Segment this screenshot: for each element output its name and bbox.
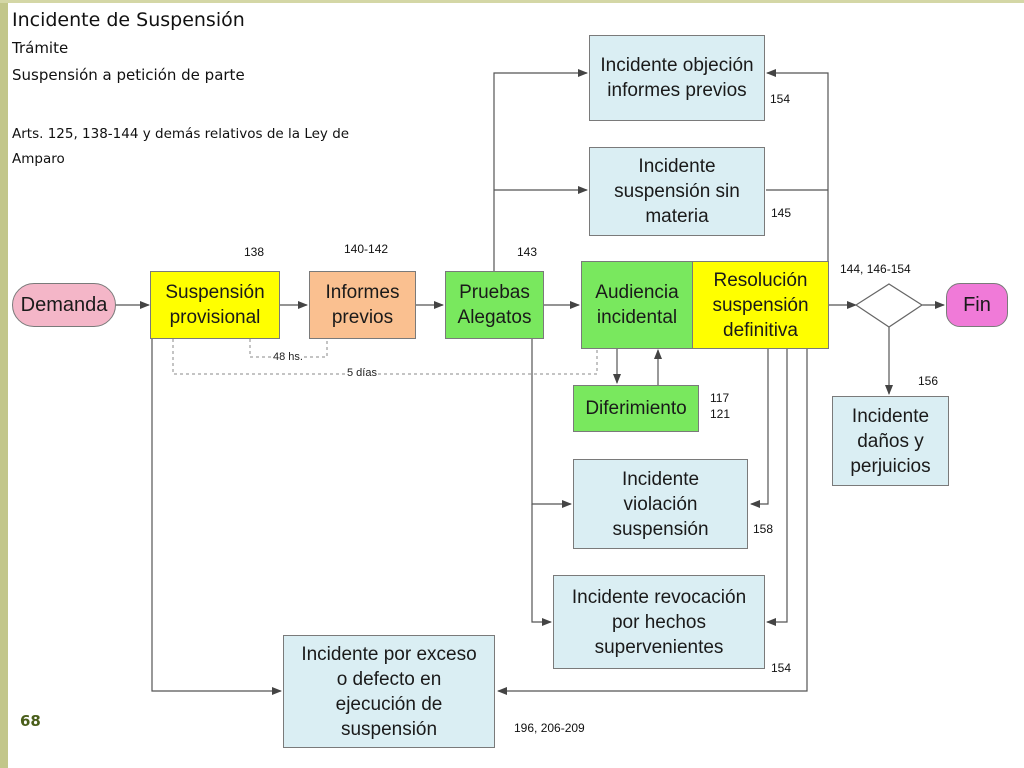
node-demanda: Demanda [12, 283, 116, 327]
node-informes-previos: Informes previos [309, 271, 416, 339]
slide-frame-left [0, 0, 8, 768]
ref-154-top: 154 [770, 92, 791, 106]
node-incidente-sin-materia: Incidente suspensión sin materia [589, 147, 765, 236]
node-incidente-objecion: Incidente objeción informes previos [589, 35, 765, 121]
node-audiencia-incidental: Audiencia incidental [581, 261, 693, 349]
ref-154-bottom: 154 [771, 661, 792, 675]
node-incidente-exceso: Incidente por exceso o defecto en ejecuc… [283, 635, 495, 748]
node-incidente-danos: Incidente daños y perjuicios [832, 396, 949, 486]
node-diferimiento: Diferimiento [573, 385, 699, 432]
ref-138: 138 [244, 245, 265, 259]
node-incidente-revocacion: Incidente revocación por hechos superven… [553, 575, 765, 669]
node-resolucion-definitiva: Resolución suspensión definitiva [692, 261, 829, 349]
node-suspension-provisional: Suspensión provisional [150, 271, 280, 339]
ref-140-142: 140-142 [344, 242, 389, 256]
decision-diamond [854, 283, 924, 328]
slide-title: Incidente de Suspensión [12, 9, 245, 31]
node-pruebas-alegatos: Pruebas Alegatos [445, 271, 544, 339]
ref-145: 145 [771, 206, 792, 220]
slide-frame-top [0, 0, 1024, 3]
timing-5-dias: 5 días [346, 367, 378, 379]
ref-156: 156 [918, 374, 939, 388]
ref-117-121: 117 121 [710, 391, 731, 421]
page-number: 68 [20, 712, 41, 730]
timing-48-hs: 48 hs. [272, 351, 304, 363]
articles-reference: Arts. 125, 138-144 y demás relativos de … [12, 126, 350, 167]
ref-143: 143 [517, 245, 538, 259]
slide-subtitle-tramite: Trámite [12, 39, 69, 57]
node-fin: Fin [946, 283, 1008, 327]
ref-144-146-154: 144, 146-154 [840, 262, 911, 276]
slide-subtitle-peticion: Suspensión a petición de parte [12, 66, 245, 84]
ref-158: 158 [753, 522, 774, 536]
ref-196-206-209: 196, 206-209 [514, 721, 585, 735]
node-incidente-violacion: Incidente violación suspensión [573, 459, 748, 549]
